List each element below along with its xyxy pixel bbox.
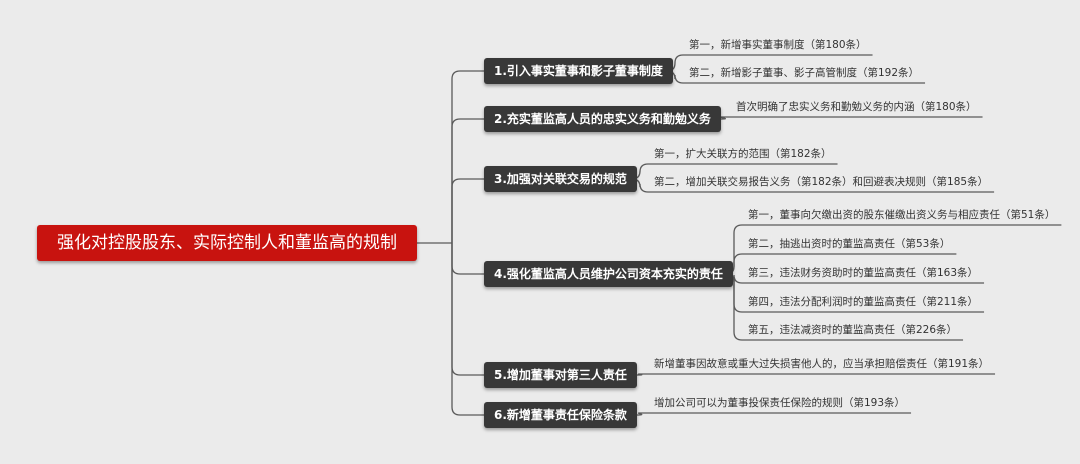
connector-line (451, 243, 484, 416)
leaf-item[interactable]: 第一，新增事实董事制度（第180条） (689, 39, 867, 51)
leaf-item[interactable]: 第一，扩大关联方的范围（第182条） (654, 148, 832, 160)
leaf-item[interactable]: 首次明确了忠实义务和勤勉义务的内涵（第180条） (736, 101, 977, 113)
leaf-item[interactable]: 第五，违法减资时的董监高责任（第226条） (748, 324, 958, 336)
connector-line (451, 178, 484, 243)
leaf-item[interactable]: 新增董事因故意或重大过失损害他人的，应当承担赔偿责任（第191条） (654, 358, 990, 370)
branch-node-2[interactable]: 2.充实董监高人员的忠实义务和勤勉义务 (484, 106, 721, 132)
leaf-item[interactable]: 第四，违法分配利润时的董监高责任（第211条） (748, 296, 979, 308)
connector-line (720, 116, 983, 120)
connector-line (636, 373, 996, 376)
connector-line (451, 70, 484, 243)
branch-node-6[interactable]: 6.新增董事责任保险条款 (484, 402, 637, 428)
leaf-item[interactable]: 第三，违法财务资助时的董监高责任（第163条） (748, 267, 979, 279)
leaf-item[interactable]: 增加公司可以为董事投保责任保险的规则（第193条） (654, 397, 906, 409)
connector-line (451, 243, 484, 376)
connector-line (451, 243, 484, 275)
leaf-item[interactable]: 第二，抽逃出资时的董监高责任（第53条） (748, 238, 951, 250)
branch-node-4[interactable]: 4.强化董监高人员维护公司资本充实的责任 (484, 261, 733, 287)
root-node[interactable]: 强化对控股股东、实际控制人和董监高的规制 (37, 225, 417, 261)
branch-node-3[interactable]: 3.加强对关联交易的规范 (484, 166, 637, 192)
leaf-item[interactable]: 第二，新增影子董事、影子高管制度（第192条） (689, 67, 920, 79)
leaf-item[interactable]: 第一，董事向欠缴出资的股东催缴出资义务与相应责任（第51条） (748, 209, 1056, 221)
branch-node-1[interactable]: 1.引入事实董事和影子董事制度 (484, 58, 673, 84)
connector-line (636, 412, 912, 416)
leaf-item[interactable]: 第二，增加关联交易报告义务（第182条）和回避表决规则（第185条） (654, 176, 989, 188)
branch-node-5[interactable]: 5.增加董事对第三人责任 (484, 362, 637, 388)
connector-line (451, 118, 484, 243)
